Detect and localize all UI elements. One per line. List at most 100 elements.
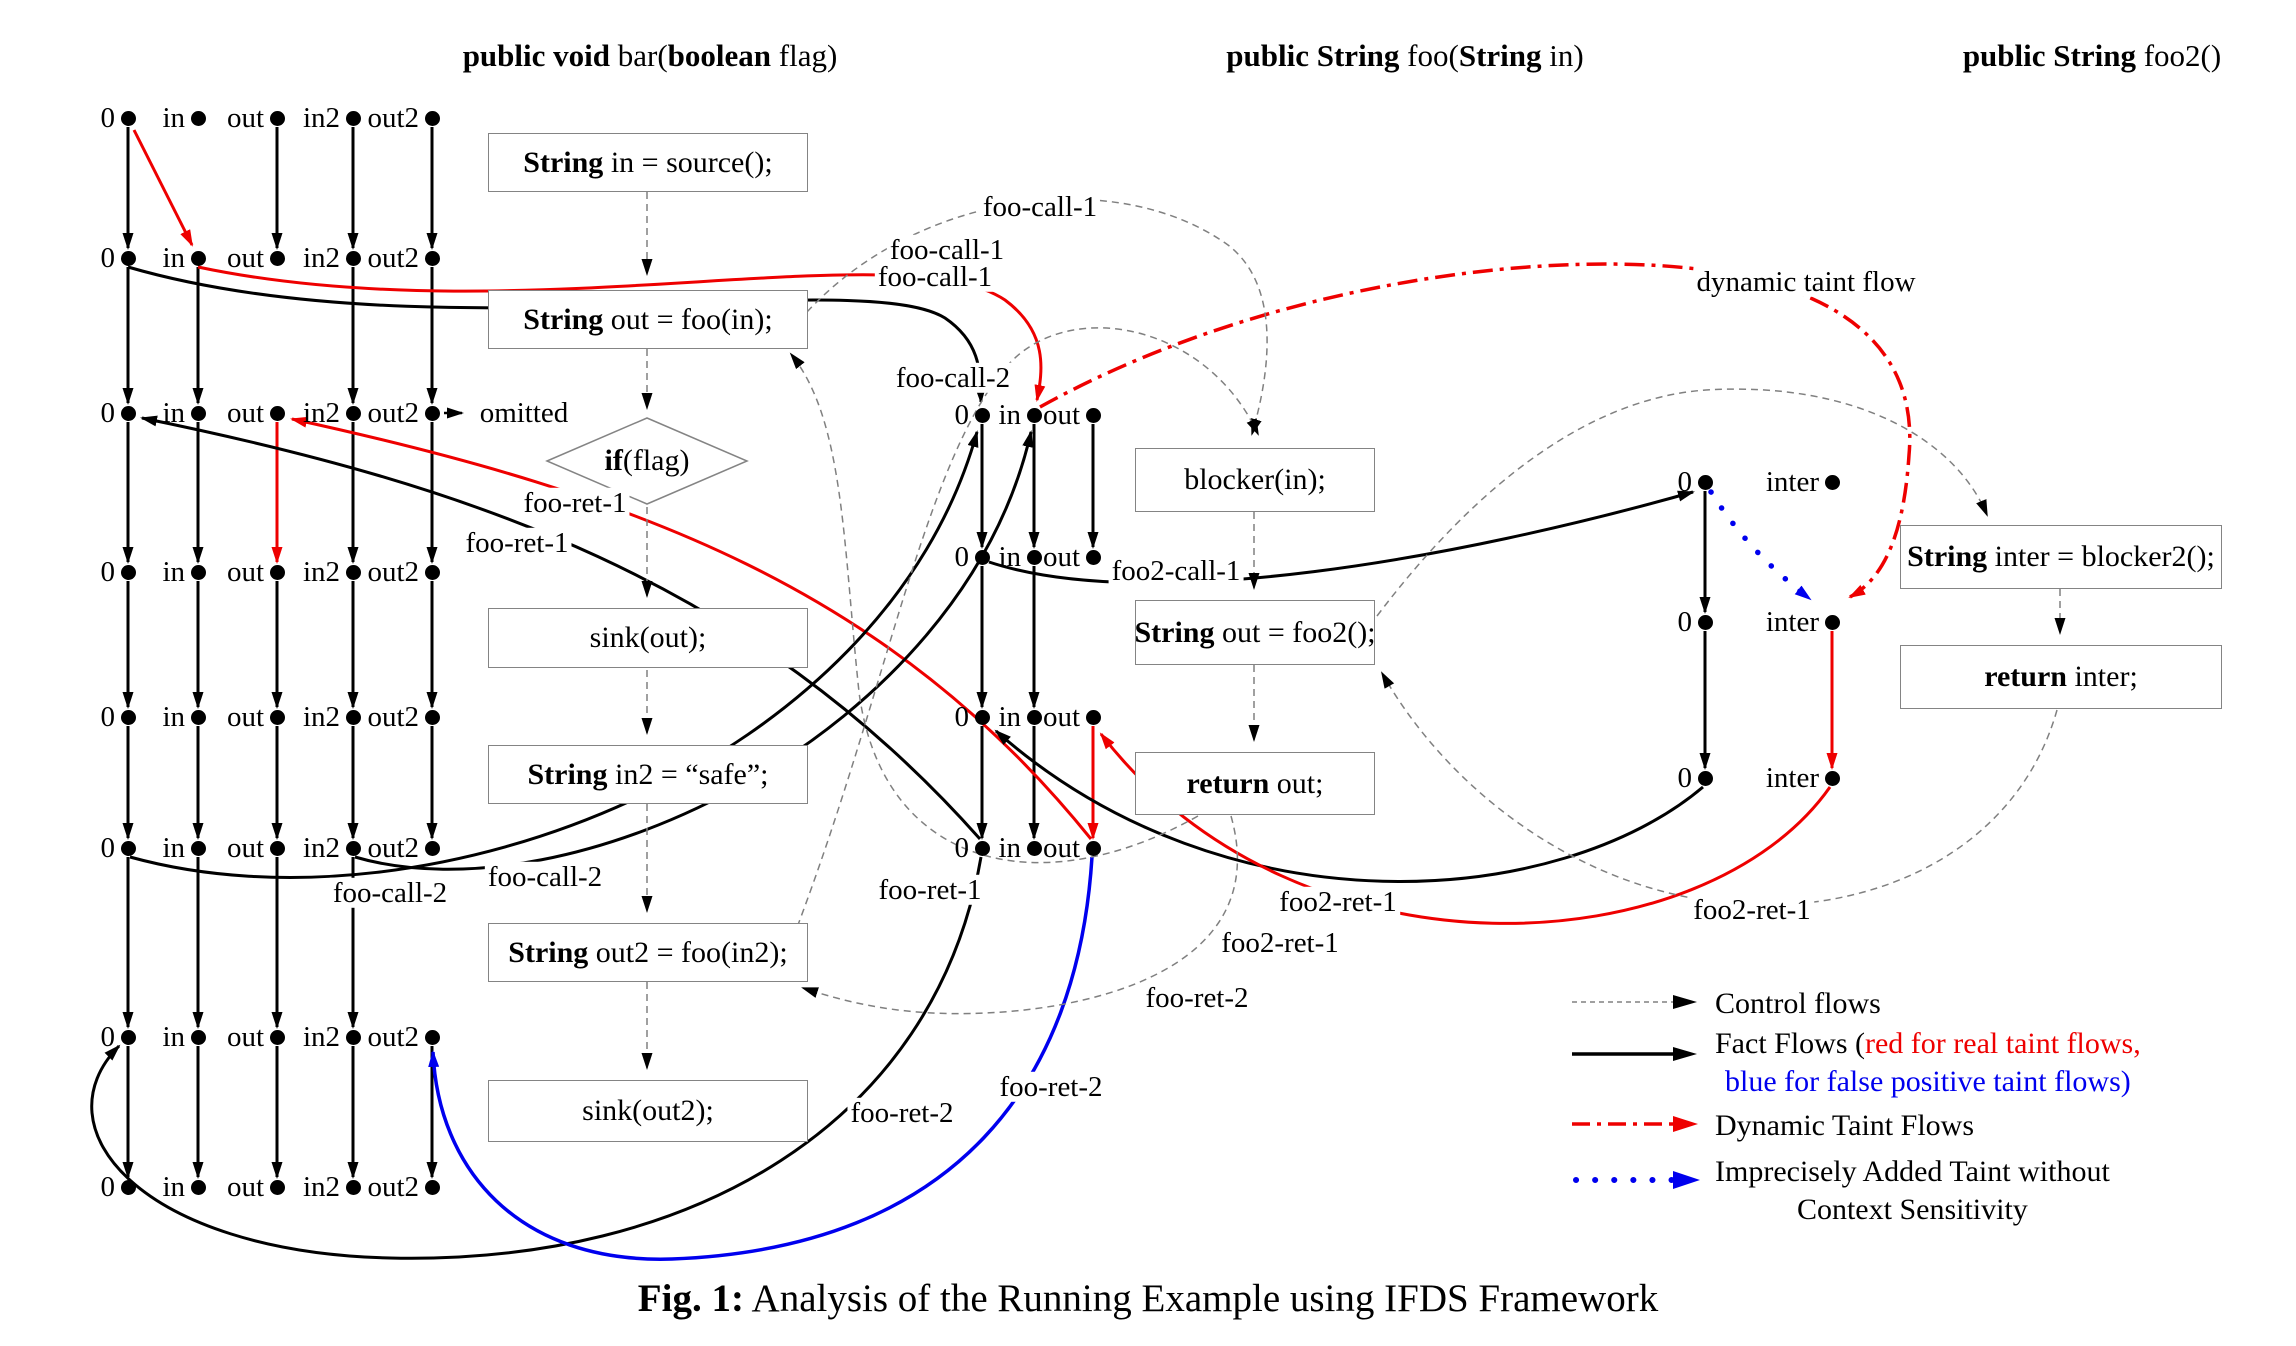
fact-label-foo2-inter-row2: inter	[1765, 606, 1819, 638]
caption-prefix: Fig. 1:	[637, 1277, 744, 1320]
legend-item-dynamic-taint: Dynamic Taint Flows	[1570, 1107, 2290, 1153]
flow-edge-gray	[801, 815, 1239, 1015]
flow-edge-black	[90, 856, 983, 1260]
fact-dot-bar-out2-row4	[424, 564, 440, 580]
fact-dot-foo2-0-row1	[1697, 474, 1713, 490]
function-header-foo2: public String foo2()	[1962, 38, 2222, 73]
fact-label-bar-in-row5: in	[162, 701, 185, 733]
edge-label-omitted: omitted	[476, 397, 572, 428]
fact-label-bar-in2-row7: in2	[302, 1021, 340, 1053]
flow-edge-red	[132, 129, 194, 247]
statement-box-bar-2: String out = foo(in);	[488, 290, 808, 349]
flow-edge-red	[1099, 732, 1832, 925]
edge-label-foo2-ret-1: foo2-ret-1	[1218, 927, 1342, 958]
fact-label-foo-out-row2: out	[1042, 541, 1080, 573]
fact-dot-bar-out-row1	[269, 110, 285, 126]
fact-label-bar-in-row6: in	[162, 832, 185, 864]
fact-label-bar-in-row1: in	[162, 102, 185, 134]
statement-box-foo2-1: String inter = blocker2();	[1900, 525, 2222, 589]
fact-label-foo-out-row1: out	[1042, 399, 1080, 431]
fact-dot-bar-0-row4	[120, 564, 136, 580]
fact-label-bar-in-row8: in	[162, 1171, 185, 1203]
fact-label-bar-out-row3: out	[226, 397, 264, 429]
legend-line: Fact Flows (red for real taint flows,	[1715, 1027, 2141, 1060]
fact-label-foo2-0-row2: 0	[1677, 606, 1693, 638]
fact-dot-bar-out-row8	[269, 1179, 285, 1195]
edge-label-foo-ret-1: foo-ret-1	[462, 527, 572, 558]
control-flow-line-icon	[1572, 995, 1697, 1009]
fact-label-bar-in2-row5: in2	[302, 701, 340, 733]
fact-dot-bar-out2-row3	[424, 405, 440, 421]
statement-text: return inter;	[1984, 660, 2138, 693]
fact-dot-bar-in2-row2	[345, 250, 361, 266]
edge-label-foo2-call-1: foo2-call-1	[1108, 555, 1244, 586]
fact-dot-foo2-0-row3	[1697, 770, 1713, 786]
fact-dot-bar-in2-row1	[345, 110, 361, 126]
fact-dot-bar-0-row2	[120, 250, 136, 266]
fact-dot-bar-out2-row6	[424, 840, 440, 856]
fact-dot-foo-in-row2	[1026, 549, 1042, 565]
fact-dot-bar-0-row8	[120, 1179, 136, 1195]
figure-caption: Fig. 1: Analysis of the Running Example …	[0, 1276, 2296, 1321]
statement-text: sink(out2);	[582, 1094, 714, 1127]
fact-label-foo-in-row1: in	[998, 399, 1021, 431]
flow-edge-gray	[792, 327, 1259, 939]
edge-label-foo-call-1: foo-call-1	[886, 234, 1008, 265]
fact-label-foo2-inter-row3: inter	[1765, 762, 1819, 794]
fact-label-bar-out2-row8: out2	[367, 1171, 419, 1203]
dynamic-taint-line-icon	[1572, 1116, 1698, 1132]
fact-dot-bar-out-row6	[269, 840, 285, 856]
edge-label-foo2-ret-1: foo2-ret-1	[1690, 894, 1814, 925]
statement-text: sink(out);	[589, 621, 707, 654]
fact-label-foo-in-row3: in	[998, 701, 1021, 733]
fact-dot-bar-out-row4	[269, 564, 285, 580]
fact-label-bar-in2-row2: in2	[302, 242, 340, 274]
fact-label-foo-0-row3: 0	[954, 701, 970, 733]
fact-dot-bar-in2-row8	[345, 1179, 361, 1195]
legend-line: blue for false positive taint flows)	[1725, 1064, 2131, 1098]
fact-dot-bar-in-row8	[190, 1179, 206, 1195]
fact-label-bar-out2-row4: out2	[367, 556, 419, 588]
fact-dot-bar-out2-row5	[424, 709, 440, 725]
statement-text: String in = source();	[523, 145, 773, 179]
fact-dot-bar-in2-row7	[345, 1029, 361, 1045]
fact-dot-bar-out2-row7	[424, 1029, 440, 1045]
edge-label-foo-call-2: foo-call-2	[484, 861, 606, 892]
statement-text: String out = foo(in);	[523, 302, 773, 336]
flow-edge-black	[994, 729, 1704, 883]
statement-box-bar-6: String out2 = foo(in2);	[488, 923, 808, 982]
fact-label-bar-out2-row3: out2	[367, 397, 419, 429]
fact-dot-bar-0-row6	[120, 840, 136, 856]
statement-if-flag: if(flag)	[604, 444, 690, 477]
statement-box-foo2-2: return inter;	[1900, 645, 2222, 709]
fact-label-bar-0-row5: 0	[100, 701, 116, 733]
legend-line: Context Sensitivity	[1796, 1192, 2028, 1226]
statement-text: return out;	[1186, 766, 1324, 800]
fact-dot-foo-0-row3	[974, 709, 990, 725]
fact-dot-foo-out-row4	[1085, 840, 1101, 856]
fact-label-bar-0-row4: 0	[100, 556, 116, 588]
fact-label-bar-out-row7: out	[226, 1021, 264, 1053]
fact-dot-bar-in-row3	[190, 405, 206, 421]
fact-dot-bar-0-row1	[120, 110, 136, 126]
fact-label-bar-0-row3: 0	[100, 397, 116, 429]
fact-label-bar-in2-row8: in2	[302, 1171, 340, 1203]
fact-label-bar-0-row7: 0	[100, 1021, 116, 1053]
legend-item-imprecise-taint: Imprecisely Added Taint without Context …	[1570, 1153, 2290, 1245]
fact-label-foo-0-row2: 0	[954, 541, 970, 573]
fact-dot-bar-out2-row8	[424, 1179, 440, 1195]
fact-dot-bar-in2-row5	[345, 709, 361, 725]
flow-edge-gray	[1376, 388, 1988, 617]
fact-dot-bar-in-row5	[190, 709, 206, 725]
statement-text: String out2 = foo(in2);	[508, 935, 788, 969]
legend-label: Fact Flows (red for real taint flows, bl…	[1715, 1025, 2141, 1101]
fact-dot-foo-in-row4	[1026, 840, 1042, 856]
fact-dot-bar-out-row3	[269, 405, 285, 421]
edge-label-foo-ret-2: foo-ret-2	[847, 1097, 957, 1128]
fact-dot-foo-out-row2	[1085, 549, 1101, 565]
edge-label-foo-call-2: foo-call-2	[892, 362, 1014, 393]
fact-label-foo-in-row4: in	[998, 832, 1021, 864]
legend-label: Dynamic Taint Flows	[1715, 1107, 1974, 1145]
fact-dot-bar-in2-row3	[345, 405, 361, 421]
